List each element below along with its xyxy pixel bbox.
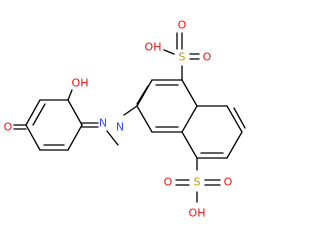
bond (32, 103, 46, 126)
bond (136, 85, 149, 105)
bond (181, 131, 198, 159)
nitrogen-atom-nh: N (116, 121, 124, 134)
bond (123, 105, 138, 116)
bond (67, 99, 83, 126)
atom-labels: S O O OH S O O OH N N OH O (4, 19, 233, 220)
chemical-structure-diagram: S O O OH S O O OH N N OH O (4, 19, 246, 220)
hydroxyl-quinoid: OH (72, 77, 89, 90)
bond (106, 130, 119, 146)
bond (233, 107, 246, 129)
bond (25, 124, 41, 151)
bond (136, 105, 153, 133)
bond (181, 105, 198, 133)
bond (67, 89, 73, 101)
bond (226, 131, 243, 159)
nitrogen-atom-imine: N (99, 117, 107, 130)
oxygen-atom-lower-left: O (164, 176, 173, 189)
bond (136, 79, 153, 107)
hydroxyl-lower-sulfonic: OH (189, 207, 206, 220)
carbonyl-oxygen: O (4, 121, 13, 134)
bond (25, 99, 41, 126)
bonds (13, 32, 246, 203)
bond (226, 105, 243, 133)
oxygen-atom-upper-right: O (203, 51, 212, 64)
hydroxyl-upper-sulfonic: OH (145, 41, 162, 54)
bond (67, 124, 83, 151)
sulfur-atom-upper: S (179, 51, 186, 64)
bond (181, 79, 198, 107)
oxygen-atom-upper-top: O (178, 19, 187, 32)
oxygen-atom-lower-right: O (224, 176, 233, 189)
bond (163, 49, 175, 55)
sulfur-atom-lower: S (194, 176, 201, 189)
